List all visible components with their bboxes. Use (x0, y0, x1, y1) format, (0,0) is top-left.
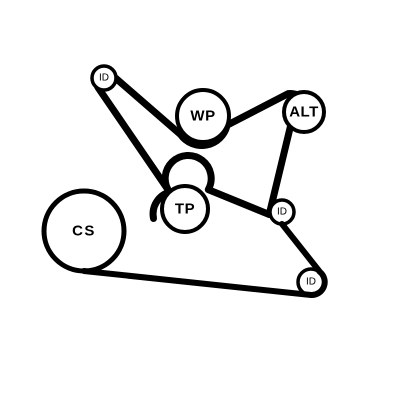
pulley-label: ID (99, 73, 109, 84)
drive-belt-bottom-run (81, 221, 328, 298)
pulley-crankshaft: CS (41, 188, 127, 274)
pulley-label: ID (277, 207, 287, 218)
pulley-label: WP (190, 108, 215, 125)
pulley-label: ID (306, 277, 316, 288)
pulley-id-right: ID (268, 198, 296, 226)
pulley-id-top-left: ID (90, 64, 118, 92)
pulley-label: ALT (289, 104, 319, 121)
pulley-label: CS (72, 223, 96, 240)
pulley-water-pump: WP (175, 88, 231, 144)
pulley-alternator: ALT (282, 90, 326, 134)
pulley-tensioner: TP (160, 184, 210, 234)
pulley-label: TP (175, 201, 195, 218)
